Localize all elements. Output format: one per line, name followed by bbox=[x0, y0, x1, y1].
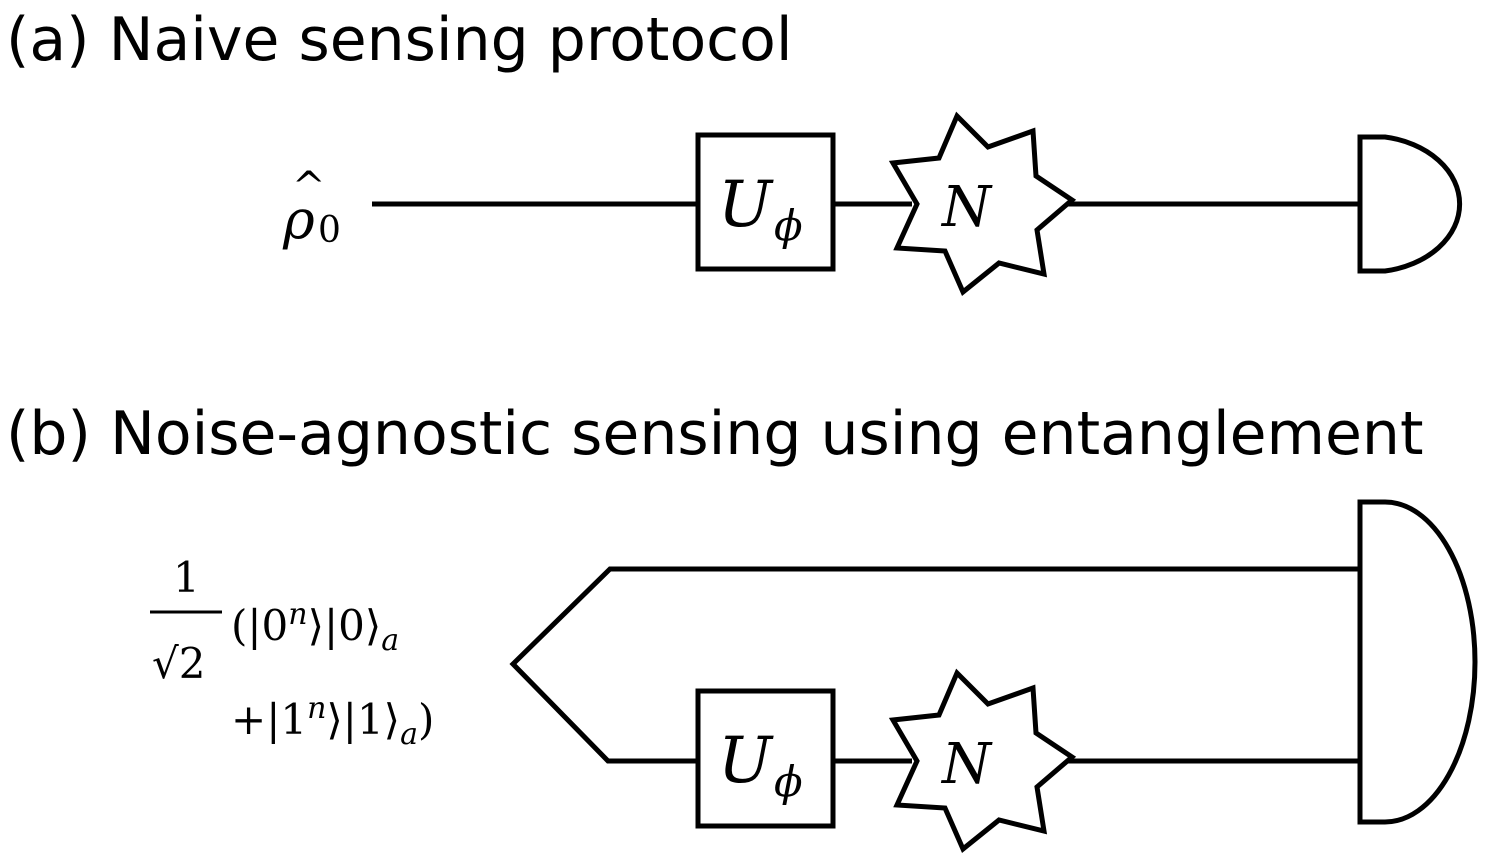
panel-a-detector bbox=[1357, 134, 1463, 274]
panel-b-prefactor-denominator: √2 bbox=[152, 639, 205, 688]
panel-a-unitary-box bbox=[695, 132, 836, 272]
panel-b-unitary-box bbox=[695, 688, 836, 829]
panel-a-noise-symbol: N bbox=[940, 175, 993, 240]
panel-b-prefactor-numerator: 1 bbox=[173, 553, 200, 602]
panel-a-circuit: ρ ^ 0 U ϕ N bbox=[282, 111, 1463, 296]
panel-a-rho-subscript: 0 bbox=[318, 210, 341, 251]
panel-b-state-line2: +|1n⟩|1⟩a) bbox=[231, 691, 434, 752]
panel-b-circuit: 1 √2 (|0n⟩|0⟩a +|1n⟩|1⟩a) U ϕ N bbox=[150, 499, 1478, 853]
panel-b-noise-symbol: N bbox=[940, 732, 993, 797]
panel-a-rho-hat: ^ bbox=[292, 164, 326, 210]
panel-a-unitary-symbol: U bbox=[718, 168, 774, 242]
panel-b-title: (b) Noise-agnostic sensing using entangl… bbox=[6, 399, 1424, 469]
panel-b-noise-star bbox=[888, 668, 1077, 853]
panel-b-detector bbox=[1357, 499, 1478, 825]
panel-a-rho-symbol: ρ bbox=[282, 188, 315, 251]
panel-a-unitary-subscript: ϕ bbox=[774, 201, 803, 250]
panel-a-title: (a) Naive sensing protocol bbox=[6, 5, 793, 75]
panel-b-state-line1: (|0n⟩|0⟩a bbox=[231, 597, 399, 658]
panel-b-unitary-symbol: U bbox=[718, 724, 774, 798]
panel-b-split-wires bbox=[509, 566, 1360, 764]
panel-b-unitary-subscript: ϕ bbox=[774, 757, 803, 806]
panel-a-noise-star bbox=[888, 111, 1077, 296]
